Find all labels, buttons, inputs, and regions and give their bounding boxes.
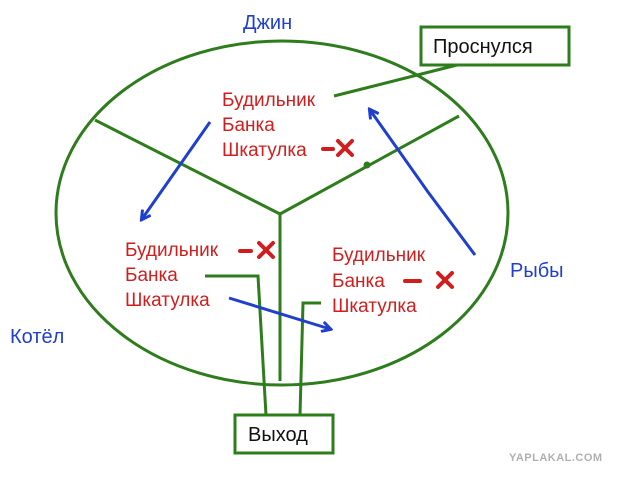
exit-connector-left: [205, 274, 268, 416]
arrow-right-to-top: [370, 110, 477, 256]
woke-up-connector: [333, 63, 458, 98]
divider-left: [94, 118, 281, 216]
top-item-alarm: Будильник: [222, 90, 316, 111]
exit-box: [233, 413, 335, 455]
right-item-alarm: Будильник: [332, 245, 426, 266]
djinn-label: Джин: [243, 12, 292, 34]
exit-connector-right: [298, 301, 321, 416]
right-cross-icon: [436, 271, 454, 289]
arrow-top-to-left: [142, 121, 212, 219]
cauldron-label: Котёл: [10, 326, 64, 348]
divider-dot: [363, 161, 371, 169]
top-item-box: Шкатулка: [222, 140, 307, 161]
arrow-left-to-right: [228, 296, 330, 329]
top-cross-icon: [336, 139, 354, 157]
outer-ellipse: [54, 39, 510, 387]
left-item-alarm: Будильник: [125, 240, 219, 261]
watermark: YAPLAKAL.COM: [509, 452, 603, 464]
woke-up-label: Проснулся: [433, 36, 533, 58]
right-item-box: Шкатулка: [332, 296, 417, 317]
fish-label: Рыбы: [510, 260, 564, 282]
woke-up-box: [419, 25, 571, 67]
left-item-box: Шкатулка: [125, 290, 210, 311]
exit-label: Выход: [248, 424, 308, 446]
right-item-jar: Банка: [332, 271, 385, 292]
top-item-jar: Банка: [222, 115, 275, 136]
left-cross-icon: [257, 241, 275, 259]
left-item-jar: Банка: [125, 265, 178, 286]
